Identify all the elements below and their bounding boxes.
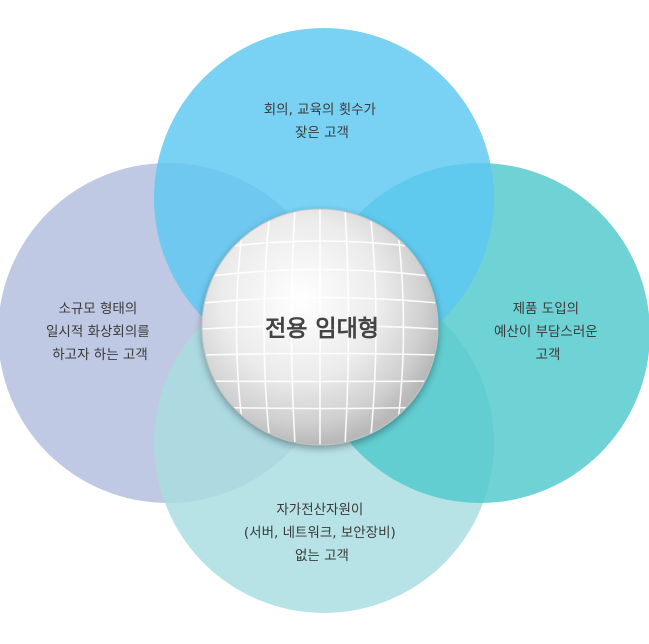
circle-right-line-1: 제품 도입의 <box>513 301 579 317</box>
circle-top-label: 회의, 교육의 횟수가 잦은 고객 <box>264 102 381 141</box>
circle-top-line-1: 회의, 교육의 횟수가 <box>264 102 376 118</box>
circle-left-line-2: 일시적 화상회의를 <box>46 324 150 340</box>
circle-top-line-2: 잦은 고객 <box>295 125 349 141</box>
circle-left-line-3: 하고자 하는 고객 <box>52 347 148 363</box>
sphere-grid <box>202 209 438 445</box>
circle-bottom-line-2: (서버, 네트워크, 보안장비) <box>244 525 396 541</box>
center-sphere <box>201 208 439 446</box>
circle-right-line-3: 고객 <box>536 347 561 363</box>
circle-left-label: 소규모 형태의 일시적 화상회의를 하고자 하는 고객 <box>46 301 154 363</box>
circle-bottom-label: 자가전산자원이 (서버, 네트워크, 보안장비) 없는 고객 <box>244 502 400 564</box>
circle-left-line-1: 소규모 형태의 <box>58 301 137 317</box>
circle-bottom-line-3: 없는 고객 <box>295 548 349 564</box>
circle-right-label: 제품 도입의 예산이 부담스러운 고객 <box>494 301 602 363</box>
circle-bottom-line-1: 자가전산자원이 <box>276 502 363 518</box>
circle-right-line-2: 예산이 부담스러운 <box>494 324 598 340</box>
center-label: 전용 임대형 <box>265 316 379 342</box>
